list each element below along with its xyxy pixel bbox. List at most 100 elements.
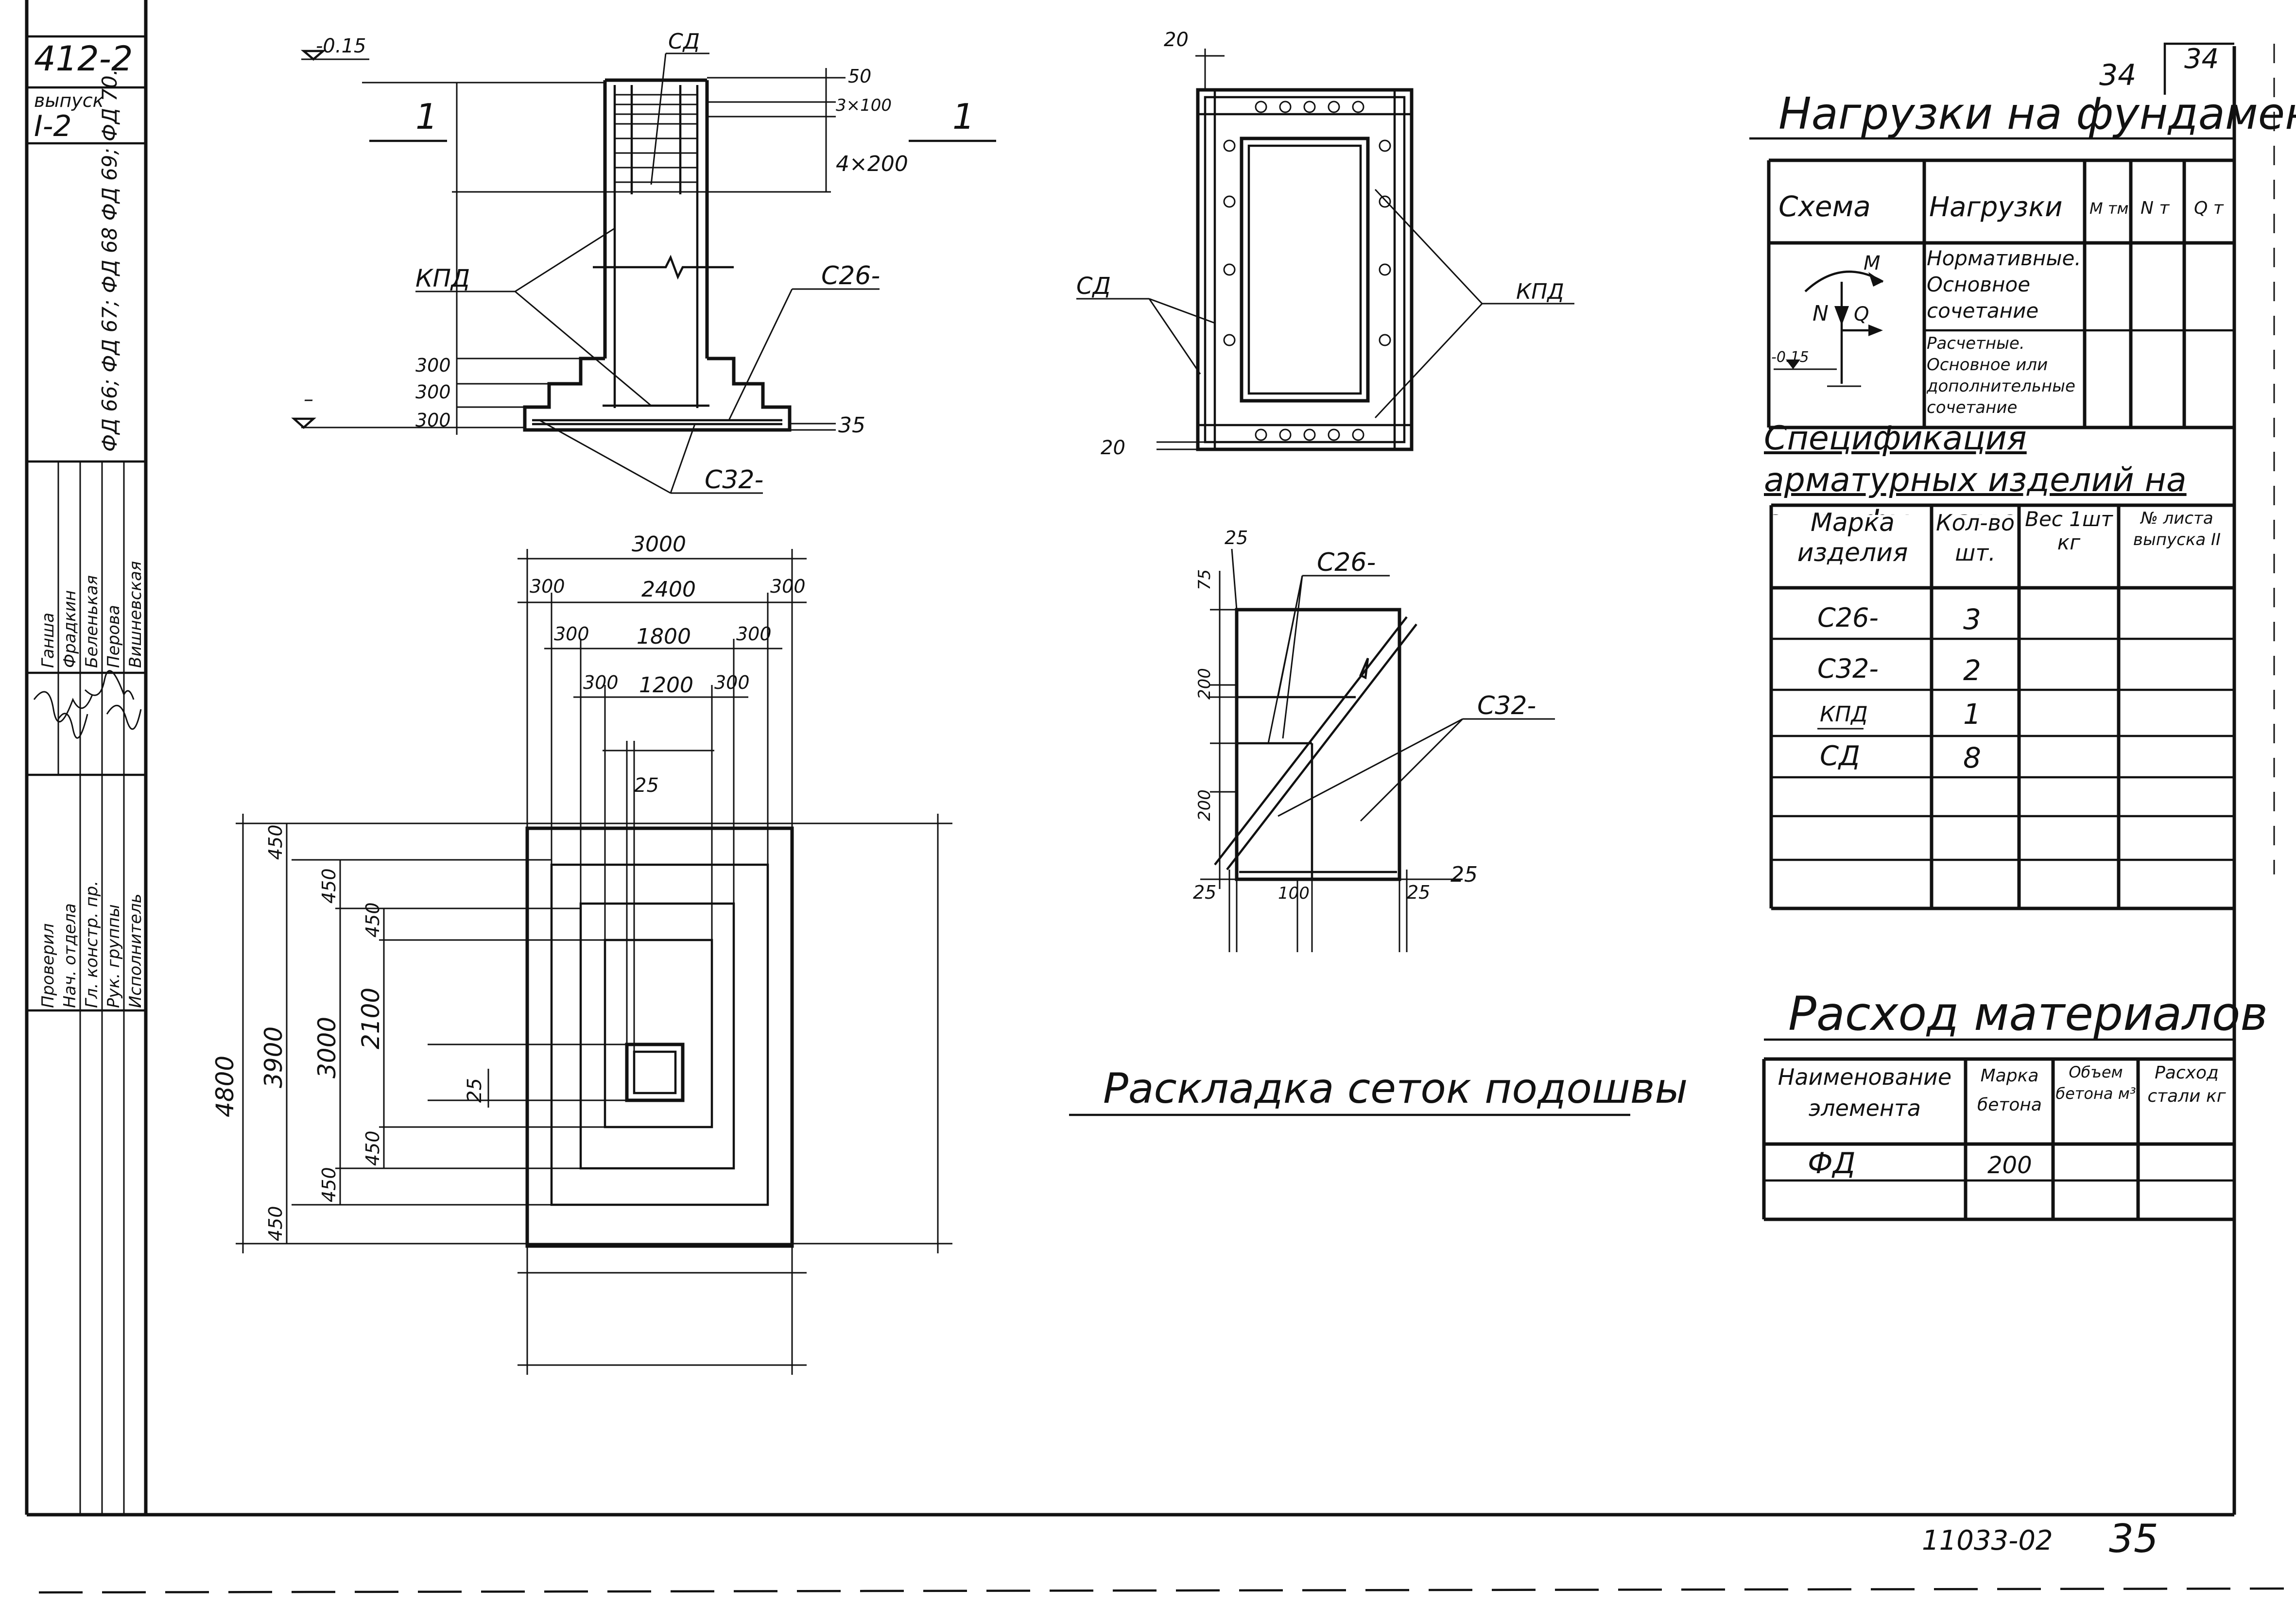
loads-header-q: Q т xyxy=(2194,198,2224,218)
sheet-number-box: 34 xyxy=(2184,43,2219,75)
spec-header-weight-cell: Вес 1шт кг xyxy=(2025,508,2113,554)
mesh-callout-c26: С26- xyxy=(1317,548,1376,577)
spec-header-qty: Кол-во шт. xyxy=(1935,510,2015,566)
sheet-frame xyxy=(25,0,2284,1594)
mesh-dim-100: 100 xyxy=(1278,884,1310,903)
materials-row-1-grade: 200 xyxy=(1987,1152,2032,1179)
spec-header-qty-cell: Кол-во шт. xyxy=(1935,510,2015,566)
column-plan-dim-top: 20 xyxy=(1164,29,1189,51)
stamp-name-1: Ганша xyxy=(38,613,58,668)
drawing-code: 11033-02 xyxy=(1922,1525,2053,1556)
mesh-dim-25-side: 25 xyxy=(1450,862,1478,887)
loads-scheme: M N Q -0.15 xyxy=(1771,252,1884,387)
spec-row-2-mark: С32- xyxy=(1817,653,1879,684)
stamp-marks: ФД 66; ФД 67; ФД 68 ФД 69; ФД 70. xyxy=(98,69,121,452)
mesh-dim-25-left: 25 xyxy=(1193,882,1216,903)
stamp-name-5: Вишневская xyxy=(126,561,145,668)
stamp-name-4: Перова xyxy=(104,605,123,668)
page-number: 35 xyxy=(2109,1516,2158,1561)
stamp-role-4: Исполнитель xyxy=(126,893,145,1008)
title-block: 412-2 выпуск I-2 ФД 66; ФД 67; ФД 68 ФД … xyxy=(27,0,148,1515)
plan-dim-450c: 450 xyxy=(362,902,383,938)
loads-row-normative-cell: Нормативные. Основное сочетание xyxy=(1927,246,2081,323)
materials-header-steel: Расход стали кг xyxy=(2147,1063,2226,1106)
mesh-dim-25-right: 25 xyxy=(1407,882,1430,903)
section-dim-35: 35 xyxy=(838,413,865,438)
materials-table: Расход материалов Наименование элемента … xyxy=(1762,987,2268,1221)
spec-title: Спецификация арматурных изделий на один … xyxy=(1764,419,2187,515)
spec-row-4-mark: СД xyxy=(1820,740,1860,772)
loads-title: Нагрузки на фундамент xyxy=(1778,88,2296,139)
section-dim-50: 50 xyxy=(848,66,871,87)
mesh-layout-title: Раскладка сеток подошвы xyxy=(1103,1064,1688,1113)
column-plan-dim-bottom: 20 xyxy=(1101,437,1125,459)
plan-dim-1800: 1800 xyxy=(637,624,691,649)
section-elev-top: -0.15 xyxy=(316,35,366,57)
section-callout-kpd: КПД xyxy=(415,264,470,292)
mesh-dim-200b: 200 xyxy=(1195,789,1214,821)
plan-dim-25-side: 25 xyxy=(464,1078,486,1103)
materials-header-grade-cell: Марка бетона xyxy=(1977,1066,2042,1115)
section-label-right: 1 xyxy=(952,96,975,137)
stamp-role-5: Проверил xyxy=(38,923,58,1008)
materials-title: Расход материалов xyxy=(1788,987,2268,1041)
plan-dim-3000: 3000 xyxy=(632,532,686,557)
plan-dim-2100: 2100 xyxy=(357,988,385,1049)
scheme-label-n: N xyxy=(1813,301,1829,326)
spec-header-sheet-cell: № листа выпуска II xyxy=(2133,509,2221,549)
plan-dim-300f: 300 xyxy=(714,672,750,693)
sheet-numbers: 34 34 11033-02 35 xyxy=(1922,42,2234,1561)
spec-row-1-qty: 3 xyxy=(1963,603,1981,636)
section-callout-sd: СД xyxy=(668,29,700,54)
sheet-number-top: 34 xyxy=(2099,58,2136,92)
series-number: 412-2 xyxy=(34,39,133,79)
section-dim-4x200: 4×200 xyxy=(836,152,908,176)
stamp-name-3: Беленькая xyxy=(82,575,102,668)
spec-row-2-qty: 2 xyxy=(1963,654,1981,687)
plan-dim-300b: 300 xyxy=(770,576,806,597)
loads-header-n: N т xyxy=(2141,198,2170,218)
plan-dim-25-top: 25 xyxy=(634,774,659,797)
section-callout-c32: С32- xyxy=(705,465,763,495)
spec-row-3-mark: КПД xyxy=(1820,702,1868,727)
plan-dim-3000v: 3000 xyxy=(313,1017,341,1078)
mesh-dim-25-top: 25 xyxy=(1225,527,1248,548)
loads-row-design-cell: Расчетные. Основное или дополнительные с… xyxy=(1927,334,2075,417)
section-dim-3x100: 3×100 xyxy=(836,96,892,115)
mesh-dim-75: 75 xyxy=(1195,569,1214,590)
plan-dim-2400: 2400 xyxy=(641,577,696,602)
scheme-label-q: Q xyxy=(1854,303,1869,325)
materials-header-grade: Марка бетона xyxy=(1977,1066,2042,1115)
loads-header-scheme: Схема xyxy=(1778,190,1871,223)
spec-row-4-qty: 8 xyxy=(1963,741,1981,774)
section-label-left: 1 xyxy=(415,96,438,137)
spec-title-cell: Спецификация арматурных изделий на один … xyxy=(1764,419,2187,515)
plan-dim-3900: 3900 xyxy=(259,1026,288,1088)
materials-header-steel-cell: Расход стали кг xyxy=(2147,1063,2226,1106)
signature-scribbles xyxy=(33,670,142,739)
section-step-3: 300 xyxy=(415,410,451,431)
materials-header-volume-cell: Объем бетона м³ xyxy=(2055,1063,2136,1103)
loads-table: Нагрузки на фундамент Схема Нагрузки М т… xyxy=(1749,88,2296,429)
column-plan-callout-kpd: КПД xyxy=(1516,279,1564,304)
spec-row-3-qty: 1 xyxy=(1963,698,1981,731)
loads-row-design: Расчетные. Основное или дополнительные с… xyxy=(1927,334,2075,417)
column-plan-callout-sd: СД xyxy=(1076,273,1111,300)
materials-header-name: Наименование элемента xyxy=(1778,1064,1952,1121)
plan-dim-450d: 450 xyxy=(362,1130,383,1166)
plan-dim-1200: 1200 xyxy=(639,673,693,698)
stamp-role-2: Гл. констр. пр. xyxy=(82,881,102,1008)
plan-dim-4800: 4800 xyxy=(211,1056,239,1117)
plan-dim-450b: 450 xyxy=(318,868,340,904)
plan-dim-300d: 300 xyxy=(736,623,772,645)
plan-dim-450f: 450 xyxy=(265,1206,286,1241)
section-callout-c26: С26- xyxy=(821,261,880,291)
plan-dim-300c: 300 xyxy=(554,623,589,645)
mesh-layout: 25 75 200 200 25 100 25 25 С26- С32- Рас… xyxy=(1069,527,1688,1116)
issue-label: выпуск xyxy=(34,90,104,111)
mesh-dim-200a: 200 xyxy=(1195,668,1214,700)
spec-row-1-mark: С26- xyxy=(1817,602,1879,633)
mesh-callout-c32: С32- xyxy=(1477,691,1536,720)
column-plan-bars xyxy=(1223,101,1391,441)
